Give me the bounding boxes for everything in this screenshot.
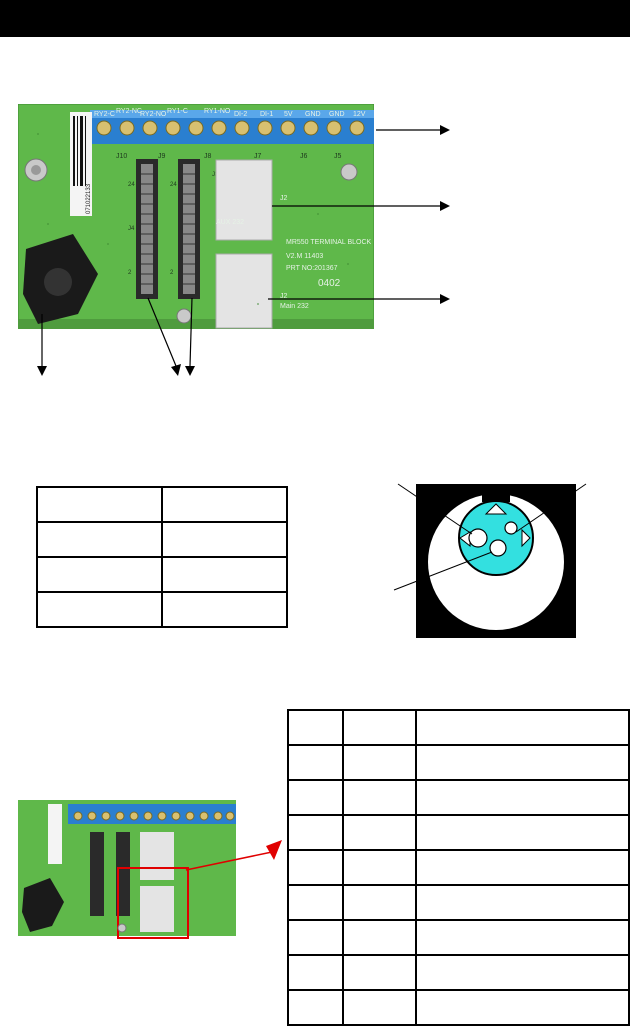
table-cell xyxy=(286,884,345,921)
header-pin-label: 24 xyxy=(170,182,177,188)
table-cell xyxy=(342,884,417,921)
table-row xyxy=(286,849,630,886)
table-cell xyxy=(161,556,288,593)
table-row xyxy=(286,954,630,991)
header-ref-label: J4 xyxy=(128,226,135,232)
terminal-screws xyxy=(96,120,365,136)
table-row xyxy=(286,744,630,781)
table-cell xyxy=(414,954,630,991)
table-cell xyxy=(414,709,630,746)
terminal-block-photo: RY2-C RY2-NC RY2-NO RY1-C RY1-NO DI-2 DI… xyxy=(18,104,450,376)
silk-version: V2.M 11403 xyxy=(286,253,323,260)
table-cell xyxy=(342,814,417,851)
table-cell xyxy=(414,744,630,781)
pin-table xyxy=(286,709,630,1026)
header-label: J7 xyxy=(254,153,262,160)
table-row xyxy=(36,521,288,558)
table-cell xyxy=(286,814,345,851)
table-cell xyxy=(414,989,630,1026)
table-cell xyxy=(342,849,417,886)
table-cell xyxy=(414,814,630,851)
terminal-label: DI-1 xyxy=(260,111,273,118)
header-pin-label: 24 xyxy=(128,182,135,188)
table-row xyxy=(36,556,288,593)
serial-label: 071022133 xyxy=(86,183,92,214)
table-cell xyxy=(161,591,288,628)
table-cell xyxy=(342,919,417,956)
table-cell xyxy=(161,521,288,558)
table-cell xyxy=(286,989,345,1026)
table-cell xyxy=(36,556,163,593)
table-cell xyxy=(414,884,630,921)
silk-title: MR550 TERMINAL BLOCK xyxy=(286,239,372,246)
table-cell xyxy=(286,709,345,746)
table-row xyxy=(286,814,630,851)
silk-main: Main 232 xyxy=(280,303,309,310)
terminal-label: 12V xyxy=(353,111,366,118)
table-cell xyxy=(161,486,288,523)
connector-pinout-diagram xyxy=(390,480,590,640)
silk-j2: J2 xyxy=(280,293,288,300)
table-row xyxy=(286,884,630,921)
terminal-label: DI-2 xyxy=(234,111,247,118)
header-pin-label: 2 xyxy=(128,270,132,276)
table-cell xyxy=(286,779,345,816)
table-row xyxy=(286,779,630,816)
table-cell xyxy=(342,779,417,816)
silk-part: PRT NO:201367 xyxy=(286,265,338,272)
terminal-label: RY2-NO xyxy=(140,111,167,118)
table-cell xyxy=(342,989,417,1026)
silk-j2-top: J2 xyxy=(280,195,288,202)
terminal-label: RY1-C xyxy=(167,108,188,115)
terminal-label: GND xyxy=(305,111,321,118)
table-cell xyxy=(286,919,345,956)
table-cell xyxy=(414,849,630,886)
table-cell xyxy=(286,849,345,886)
terminal-label: 5V xyxy=(284,111,293,118)
table-row xyxy=(36,486,288,523)
table-cell xyxy=(342,744,417,781)
header-label: J6 xyxy=(300,153,308,160)
header-label: J5 xyxy=(334,153,342,160)
terminal-label: RY2-C xyxy=(94,111,115,118)
terminal-block-thumbnail xyxy=(18,800,236,940)
table-cell xyxy=(414,919,630,956)
table-row xyxy=(36,591,288,628)
terminal-label: RY2-NC xyxy=(116,108,142,115)
terminal-label: RY1-NO xyxy=(204,108,231,115)
small-table xyxy=(36,486,288,628)
silk-aux: AUX 232 xyxy=(216,219,244,226)
header-pin-label: 2 xyxy=(170,270,174,276)
terminal-label: GND xyxy=(329,111,345,118)
table-cell xyxy=(414,779,630,816)
header-label: J10 xyxy=(116,153,127,160)
table-cell xyxy=(342,709,417,746)
table-cell xyxy=(286,744,345,781)
table-row xyxy=(286,989,630,1026)
silk-date: 0402 xyxy=(318,278,341,289)
header-label: J8 xyxy=(204,153,212,160)
table-cell xyxy=(36,486,163,523)
table-cell xyxy=(36,521,163,558)
header-bar xyxy=(0,0,630,37)
table-cell xyxy=(342,954,417,991)
header-label: J9 xyxy=(158,153,166,160)
table-row xyxy=(286,709,630,746)
table-cell xyxy=(286,954,345,991)
table-cell xyxy=(36,591,163,628)
table-row xyxy=(286,919,630,956)
red-callout-arrowhead xyxy=(266,840,282,860)
